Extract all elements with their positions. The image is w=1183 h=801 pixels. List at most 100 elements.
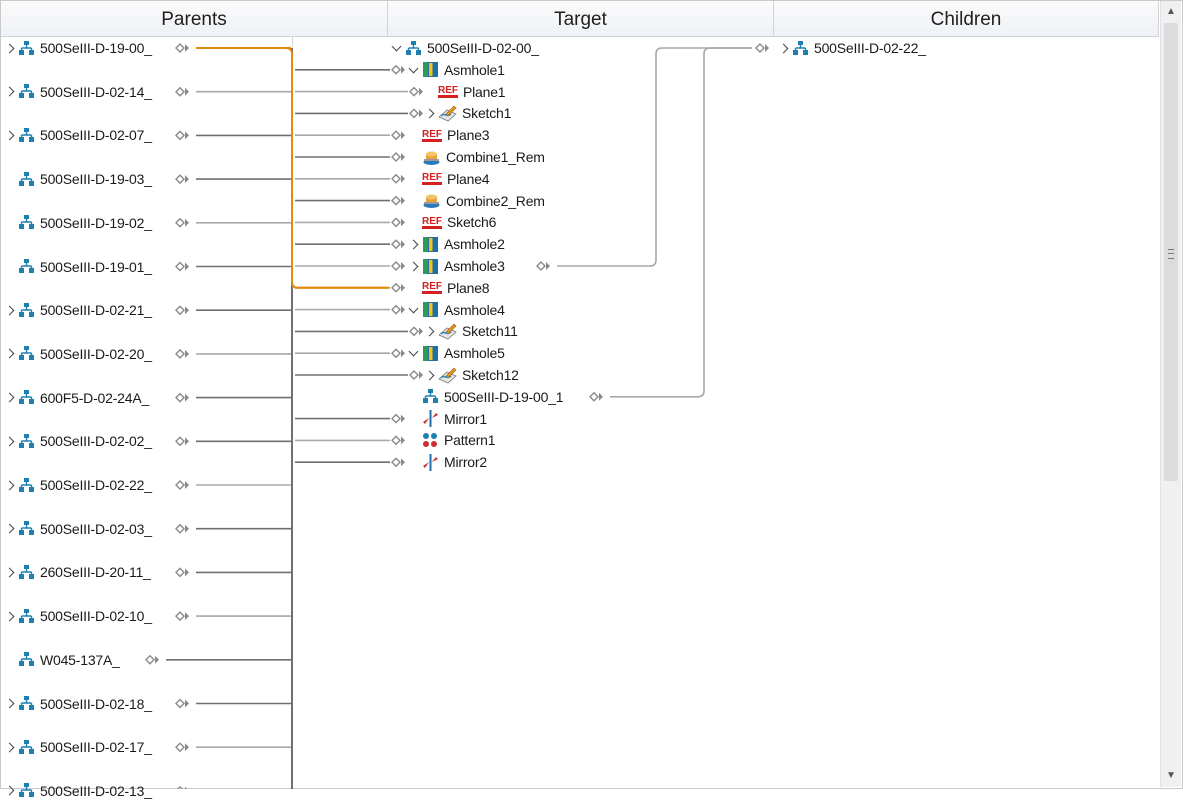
scroll-up-icon[interactable]: ▲ (1166, 6, 1176, 17)
parent-item[interactable]: 260SeIII-D-20-11_ (4, 562, 151, 582)
target-link-icon[interactable] (391, 64, 405, 75)
chevron-right-icon[interactable] (4, 697, 14, 711)
parent-item[interactable]: 500SeIII-D-19-01_ (4, 257, 152, 277)
parent-item[interactable]: 500SeIII-D-02-17_ (4, 737, 152, 757)
target-tree-item[interactable]: Asmhole5 (408, 343, 505, 363)
target-link-icon[interactable] (391, 217, 405, 228)
target-tree-item[interactable]: Pattern1 (408, 430, 496, 450)
target-tree-item[interactable]: Sketch1 (424, 103, 511, 123)
target-link-icon[interactable] (391, 435, 405, 446)
chevron-right-icon[interactable] (4, 128, 14, 142)
parent-item[interactable]: 500SeIII-D-02-13_ (4, 781, 152, 801)
parent-item[interactable]: 500SeIII-D-02-02_ (4, 431, 152, 451)
parent-link-icon[interactable] (175, 698, 189, 709)
chevron-right-icon[interactable] (4, 434, 14, 448)
parent-link-icon[interactable] (175, 742, 189, 753)
chevron-right-icon[interactable] (424, 106, 434, 120)
target-tree-item[interactable]: Asmhole2 (408, 234, 505, 254)
parent-item[interactable]: 500SeIII-D-19-03_ (4, 169, 152, 189)
target-tree-item[interactable]: Asmhole3 (408, 256, 505, 276)
target-child-link-icon[interactable] (536, 261, 550, 271)
chevron-right-icon[interactable] (4, 565, 14, 579)
target-tree-item[interactable]: Mirror1 (408, 409, 487, 429)
target-tree-item[interactable]: Asmhole4 (408, 300, 505, 320)
parent-link-icon[interactable] (176, 785, 189, 789)
parent-item[interactable]: 500SeIII-D-02-20_ (4, 344, 152, 364)
target-link-icon[interactable] (409, 108, 423, 119)
children-column-header[interactable]: Children (774, 1, 1159, 36)
target-link-icon[interactable] (391, 173, 405, 184)
chevron-right-icon[interactable] (4, 391, 14, 405)
chevron-right-icon[interactable] (778, 41, 788, 55)
parent-item[interactable]: 500SeIII-D-02-18_ (4, 694, 152, 714)
target-link-icon[interactable] (391, 130, 405, 141)
target-root-item[interactable]: 500SeIII-D-02-00_ (391, 38, 539, 58)
target-link-icon[interactable] (391, 195, 405, 206)
chevron-right-icon[interactable] (424, 368, 434, 382)
parent-item[interactable]: 500SeIII-D-19-00_ (4, 38, 152, 58)
target-link-icon[interactable] (391, 413, 405, 424)
parent-item[interactable]: 500SeIII-D-19-02_ (4, 213, 152, 233)
chevron-right-icon[interactable] (4, 478, 14, 492)
target-link-icon[interactable] (391, 239, 405, 250)
parent-link-icon[interactable] (175, 174, 189, 185)
chevron-right-icon[interactable] (4, 347, 14, 361)
target-tree-item[interactable]: Sketch11 (424, 321, 518, 341)
parent-item[interactable]: 500SeIII-D-02-14_ (4, 82, 152, 102)
parent-item[interactable]: 500SeIII-D-02-03_ (4, 519, 152, 539)
chevron-down-icon[interactable] (408, 63, 418, 77)
chevron-right-icon[interactable] (4, 522, 14, 536)
target-tree-item[interactable]: 500SeIII-D-19-00_1 (408, 387, 564, 407)
target-link-icon[interactable] (409, 370, 423, 380)
target-link-icon[interactable] (391, 282, 405, 293)
parent-link-icon[interactable] (175, 261, 189, 272)
target-link-icon[interactable] (391, 152, 405, 162)
target-tree-item[interactable]: Combine1_Rem (408, 147, 545, 167)
chevron-right-icon[interactable] (4, 609, 14, 623)
parent-item[interactable]: 500SeIII-D-02-22_ (4, 475, 152, 495)
parent-link-icon[interactable] (175, 611, 189, 622)
target-tree-item[interactable]: Combine2_Rem (408, 191, 545, 211)
child-link-icon[interactable] (755, 43, 769, 53)
parent-link-icon[interactable] (175, 86, 189, 97)
parent-item[interactable]: 500SeIII-D-02-21_ (4, 300, 152, 320)
chevron-right-icon[interactable] (4, 41, 14, 55)
chevron-down-icon[interactable] (408, 303, 418, 317)
chevron-right-icon[interactable] (4, 784, 14, 798)
parent-item[interactable]: 600F5-D-02-24A_ (4, 388, 149, 408)
scroll-down-icon[interactable]: ▼ (1166, 770, 1176, 781)
target-link-icon[interactable] (391, 304, 405, 315)
target-column-header[interactable]: Target (388, 1, 774, 36)
parents-column-header[interactable]: Parents (1, 1, 388, 36)
parent-link-icon[interactable] (175, 43, 189, 53)
chevron-right-icon[interactable] (4, 740, 14, 754)
parent-link-icon[interactable] (145, 654, 159, 665)
target-tree-item[interactable]: Mirror2 (408, 452, 487, 472)
parent-link-icon[interactable] (175, 348, 189, 359)
target-link-icon[interactable] (409, 326, 423, 337)
target-child-link-icon[interactable] (589, 391, 603, 402)
chevron-down-icon[interactable] (408, 346, 418, 360)
target-link-icon[interactable] (391, 348, 405, 359)
parent-link-icon[interactable] (175, 130, 189, 141)
parent-link-icon[interactable] (175, 305, 189, 316)
parent-item[interactable]: 500SeIII-D-02-10_ (4, 606, 152, 626)
target-tree-item[interactable]: Sketch12 (424, 365, 519, 385)
vertical-scrollbar[interactable]: ▲ ▼ (1160, 1, 1181, 787)
parent-link-icon[interactable] (175, 567, 189, 578)
chevron-right-icon[interactable] (4, 303, 14, 317)
scrollbar-thumb[interactable] (1164, 23, 1178, 481)
chevron-right-icon[interactable] (4, 85, 14, 99)
child-item[interactable]: 500SeIII-D-02-22_ (778, 38, 926, 58)
parent-item[interactable]: W045-137A_ (4, 650, 120, 670)
target-tree-item[interactable]: Asmhole1 (408, 60, 505, 80)
parent-item[interactable]: 500SeIII-D-02-07_ (4, 125, 152, 145)
target-link-icon[interactable] (409, 86, 423, 97)
target-link-icon[interactable] (391, 261, 405, 271)
parent-link-icon[interactable] (175, 480, 189, 490)
